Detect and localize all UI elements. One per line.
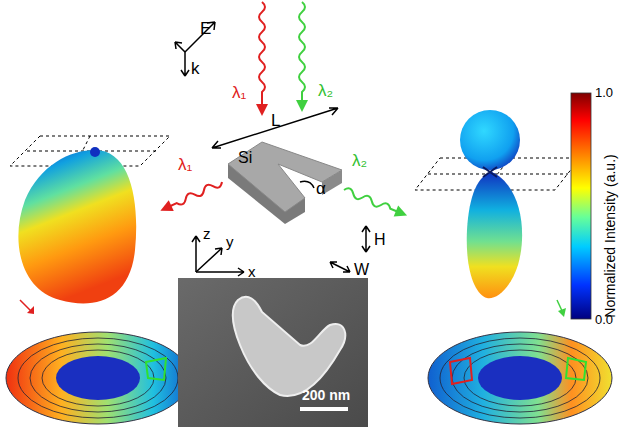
angle-label: α <box>316 180 326 197</box>
wavelength-label: λ₁ <box>232 84 246 101</box>
colorbar-title: Normalized Intensity (a.u.) <box>603 154 617 317</box>
dimension-label: H <box>374 232 386 248</box>
wavelength-label: λ₂ <box>352 152 367 169</box>
colorbar-tick: 1.0 <box>595 86 613 99</box>
scale-bar-label: 200 nm <box>302 388 350 402</box>
wavelength-label: λ₁ <box>178 156 192 173</box>
colorbar-tick: 0.0 <box>595 313 613 326</box>
dimension-label: L <box>271 112 280 129</box>
axis-label: z <box>203 226 211 241</box>
axis-label: x <box>248 264 256 279</box>
wavevector-label: k <box>191 60 200 77</box>
wavelength-label: λ₂ <box>318 82 333 99</box>
axis-label: y <box>226 234 234 249</box>
field-label: E <box>200 20 211 37</box>
material-label: Si <box>238 150 252 166</box>
dimension-label: W <box>354 262 369 278</box>
